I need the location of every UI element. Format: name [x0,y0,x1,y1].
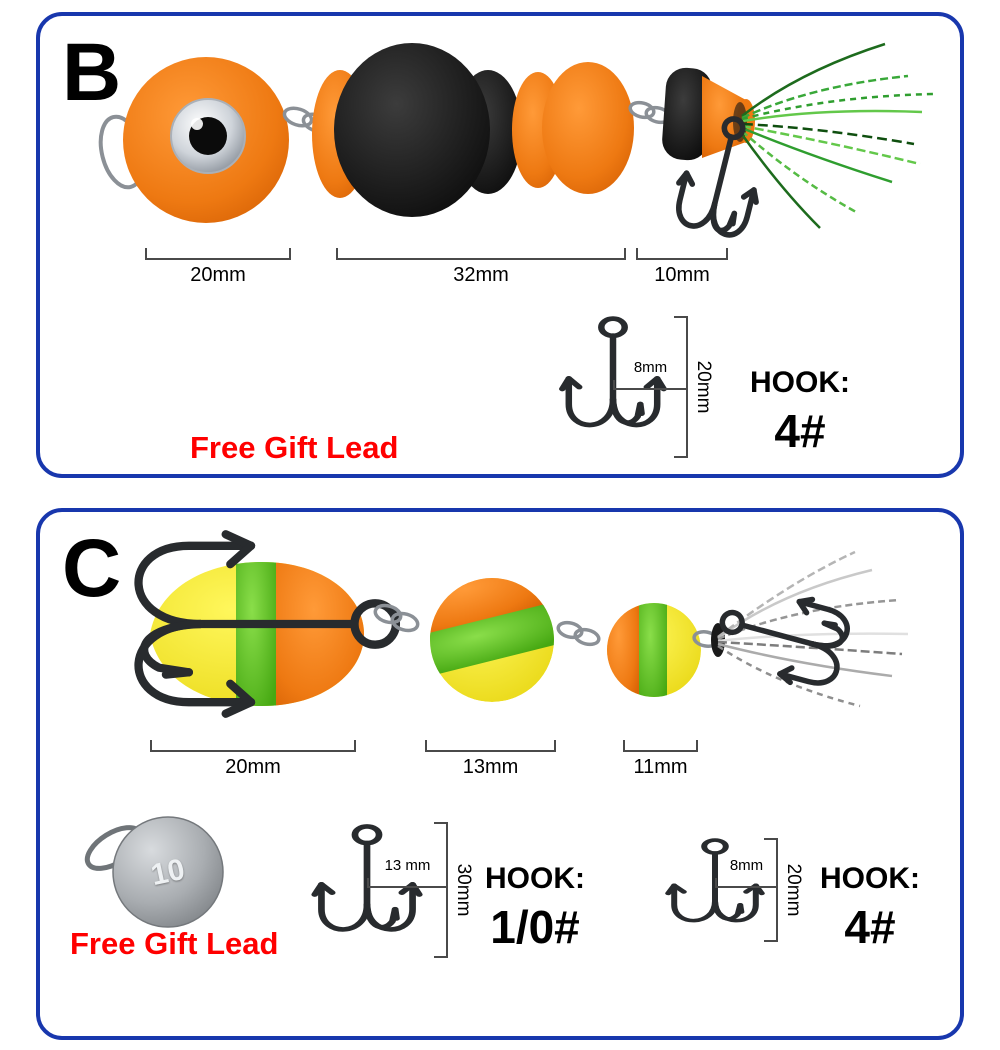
tinsel-skirt-silver [717,550,909,708]
tinsel-skirt-green [739,42,936,229]
dim-label: 8mm [729,857,764,874]
dim-b-body-width: 32mm [336,248,626,286]
dim-label: 20mm [225,756,281,778]
panel-c: C 20mm 13mm 11mm 10 Free Gift Lead 13 mm… [36,508,964,1040]
hook-spec-c-large: HOOK: 1/0# [450,862,620,954]
dim-label: 20mm [693,360,714,414]
lure-b-body [312,43,634,217]
treble-hook-icon [712,578,853,693]
dim-label: 13 mm [384,857,431,874]
hook-spec-b: HOOK: 4# [710,366,890,458]
hook-size: 4# [844,901,896,953]
lure-b-illustration [98,42,936,474]
dim-label: 20mm [783,863,804,917]
panel-c-letter: C [62,523,122,614]
dim-label: 13mm [462,756,519,778]
split-ring-icon [556,620,601,647]
dim-label: 32mm [453,264,509,286]
dim-label: 20mm [190,264,246,286]
dim-label: 30mm [453,863,474,917]
dim-label: 8mm [633,359,668,376]
lure-b-tail [662,67,755,161]
panel-b: B 20mm 32mm 10mm 8mm 20mm HOOK: 4# Free … [36,12,964,478]
hook-title: HOOK: [485,862,585,895]
dim-c-hook1-length: 30mm [434,822,474,958]
hook-title: HOOK: [820,862,920,895]
lure-c-head [150,562,364,706]
dim-label: 10mm [654,264,710,286]
dim-b-head-width: 20mm [145,248,291,286]
lure-c-middle [430,578,554,702]
hook-size: 4# [774,405,826,457]
lead-weight-icon [84,816,224,928]
dim-c-hook2-length: 20mm [764,838,804,942]
lure-c-tail [607,603,701,697]
free-gift-text-b: Free Gift Lead [190,430,399,465]
hook-spec-c-small: HOOK: 4# [790,862,950,954]
dim-c-head-width: 20mm [150,740,356,778]
dim-b-hook-length: 20mm [674,316,714,458]
hook-size: 1/0# [490,901,580,953]
dim-c-middle-width: 13mm [425,740,556,778]
free-gift-text-c: Free Gift Lead [70,926,279,961]
dim-c-tail-width: 11mm [623,740,698,778]
hook-title: HOOK: [750,366,850,399]
lure-b-head [123,57,289,223]
panel-b-letter: B [62,27,122,118]
dim-b-tail-width: 10mm [636,248,728,286]
lure-c-illustration [84,512,909,1036]
split-ring-icon [373,603,420,633]
dim-label: 11mm [633,756,688,778]
